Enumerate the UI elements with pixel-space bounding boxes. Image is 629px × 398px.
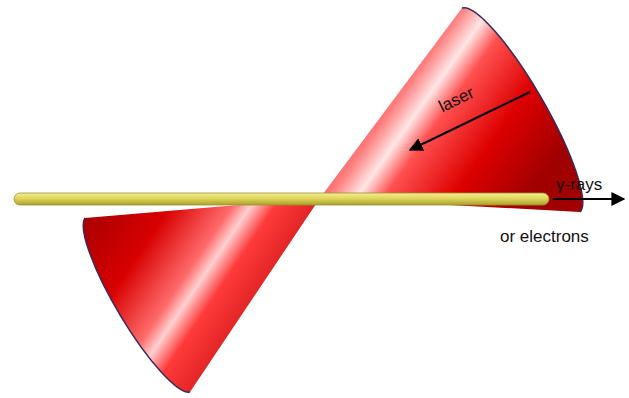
cone-rim-lower [83, 218, 190, 392]
laser-cone-lower [83, 198, 320, 392]
output-alt-label: or electrons [500, 228, 589, 245]
output-label: γ-rays [556, 176, 602, 193]
particle-beam [14, 193, 549, 205]
laser-cone-upper [320, 8, 583, 212]
output-arrow [553, 198, 624, 200]
